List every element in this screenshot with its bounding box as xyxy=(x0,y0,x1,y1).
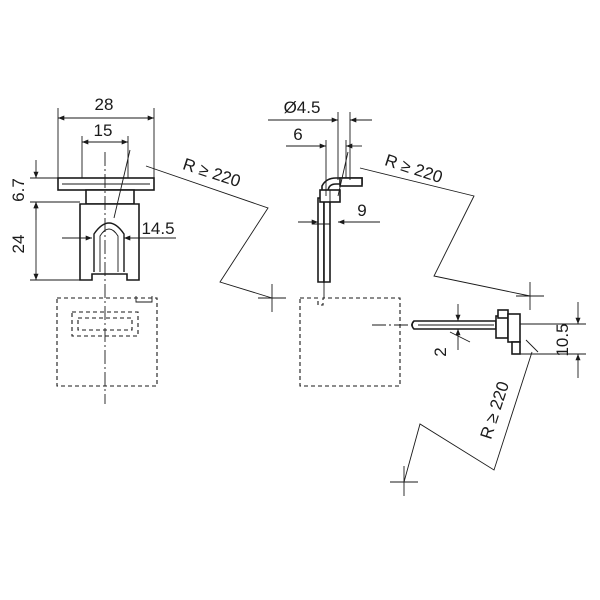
front-mounting-plate xyxy=(56,297,158,387)
front-plate-notch xyxy=(135,296,153,303)
front-radius-leader xyxy=(145,165,273,299)
dim-width: 6 xyxy=(293,125,302,144)
side-stem xyxy=(317,197,325,283)
side-radius-arc-hint xyxy=(337,151,349,197)
front-body xyxy=(79,203,140,281)
front-view: 28 15 6.7 24 14.5 R ≥ 220 xyxy=(9,95,286,404)
dim-width-overall: 28 xyxy=(95,95,114,114)
front-holder xyxy=(85,189,135,205)
dim-height-body: 24 xyxy=(9,235,28,254)
dim-height: 10.5 xyxy=(553,323,572,356)
side-radius-leader xyxy=(359,167,531,297)
dim-width-inner: 15 xyxy=(94,121,113,140)
side-view: Ø4.5 6 9 R ≥ 220 xyxy=(268,98,544,387)
top-head-cap xyxy=(497,309,509,319)
side-block-inner xyxy=(329,189,341,203)
side-head xyxy=(339,177,363,187)
top-radius-leader xyxy=(403,351,533,483)
dim-small: 2 xyxy=(431,347,450,356)
front-slot-inner xyxy=(99,228,119,272)
front-radius-arc-hint xyxy=(113,149,131,219)
top-tab xyxy=(511,341,521,355)
top-mark xyxy=(449,331,471,343)
top-radius-arc-hint xyxy=(525,339,539,353)
front-slot xyxy=(93,222,125,272)
side-stem-back xyxy=(323,197,331,283)
side-mounting-plate xyxy=(299,297,401,387)
dim-diameter: Ø4.5 xyxy=(284,98,321,117)
top-head xyxy=(495,315,509,339)
front-radius-label: R ≥ 220 xyxy=(181,155,243,191)
top-view: 2 10.5 R ≥ 220 xyxy=(372,302,586,496)
dim-depth: 9 xyxy=(357,201,366,220)
dim-offset: 14.5 xyxy=(141,219,174,238)
top-flange xyxy=(507,313,521,343)
top-radius-label: R ≥ 220 xyxy=(477,379,513,441)
dim-height-flange: 6.7 xyxy=(9,178,28,202)
